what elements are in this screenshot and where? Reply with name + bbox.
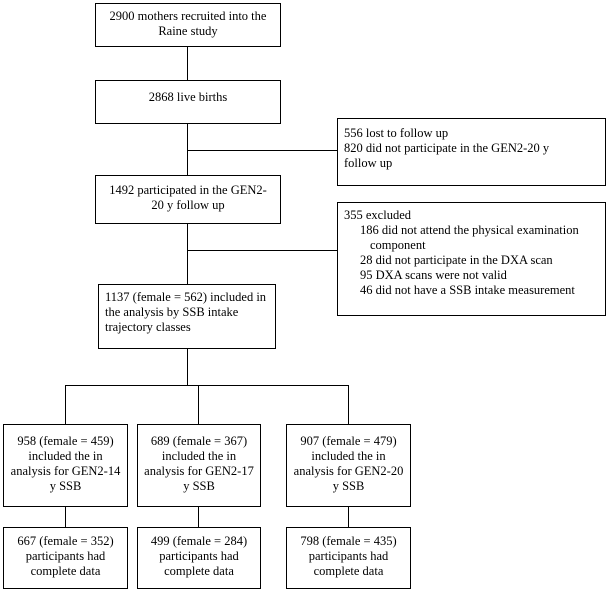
connector-gen17-to-complete (198, 507, 199, 527)
complete-17-text: 499 (female = 284) participants had comp… (150, 534, 248, 578)
excluded-item-3: 95 DXA scans were not valid (344, 268, 599, 283)
excluded-item-2-text: 28 did not participate in the DXA scan (360, 253, 553, 267)
lost-line-2: 820 did not participate in the GEN2-20 y… (344, 141, 550, 170)
excluded-item-1-text: 186 did not attend the physical examinat… (360, 223, 579, 252)
excluded-title: 355 excluded (344, 208, 411, 222)
connector-participated-to-included (187, 223, 188, 285)
gen2-20-text: 907 (female = 479) included the in analy… (293, 434, 404, 493)
connector-recruited-to-births (187, 46, 188, 81)
excluded-item-4-text: 46 did not have a SSB intake measurement (360, 283, 575, 297)
excluded-item-3-text: 95 DXA scans were not valid (360, 268, 507, 282)
connector-included-to-split (187, 348, 188, 385)
excluded-item-2: 28 did not participate in the DXA scan (344, 253, 599, 268)
box-live-births: 2868 live births (95, 80, 281, 124)
connector-gen14-to-complete (65, 507, 66, 527)
excluded-item-1: 186 did not attend the physical examinat… (344, 223, 599, 253)
connector-gen20-to-complete (348, 507, 349, 527)
included-analysis-text: 1137 (female = 562) included in the anal… (105, 290, 267, 334)
excluded-item-4: 46 did not have a SSB intake measurement (344, 283, 599, 298)
box-gen2-14: 958 (female = 459) included the in analy… (3, 424, 128, 507)
box-excluded: 355 excluded 186 did not attend the phys… (337, 202, 606, 316)
connector-split-to-gen20 (348, 385, 349, 425)
gen2-17-text: 689 (female = 367) included the in analy… (144, 434, 254, 493)
complete-20-text: 798 (female = 435) participants had comp… (300, 534, 397, 578)
connector-births-to-participated (187, 123, 188, 175)
connector-split-to-gen14 (65, 385, 66, 425)
live-births-text: 2868 live births (148, 90, 228, 104)
complete-14-text: 667 (female = 352) participants had comp… (17, 534, 114, 578)
box-gen2-17: 689 (female = 367) included the in analy… (137, 424, 261, 507)
participated-text: 1492 participated in the GEN2-20 y follo… (109, 183, 267, 212)
recruited-text: 2900 mothers recruited into the Raine st… (109, 9, 267, 38)
connector-lost-branch (187, 150, 337, 151)
connector-split-to-gen17 (198, 385, 199, 425)
box-gen2-20: 907 (female = 479) included the in analy… (286, 424, 411, 507)
lost-line-1: 556 lost to follow up (344, 126, 449, 140)
box-complete-20: 798 (female = 435) participants had comp… (286, 527, 411, 589)
box-participated: 1492 participated in the GEN2-20 y follo… (95, 175, 281, 224)
box-complete-14: 667 (female = 352) participants had comp… (3, 527, 128, 589)
box-included-analysis: 1137 (female = 562) included in the anal… (98, 284, 276, 349)
connector-excluded-branch (187, 250, 337, 251)
connector-split-horizontal (65, 385, 349, 386)
gen2-14-text: 958 (female = 459) included the in analy… (10, 434, 121, 493)
box-recruited: 2900 mothers recruited into the Raine st… (95, 3, 281, 47)
box-complete-17: 499 (female = 284) participants had comp… (137, 527, 261, 589)
box-lost-to-follow-up: 556 lost to follow up 820 did not partic… (337, 118, 606, 186)
